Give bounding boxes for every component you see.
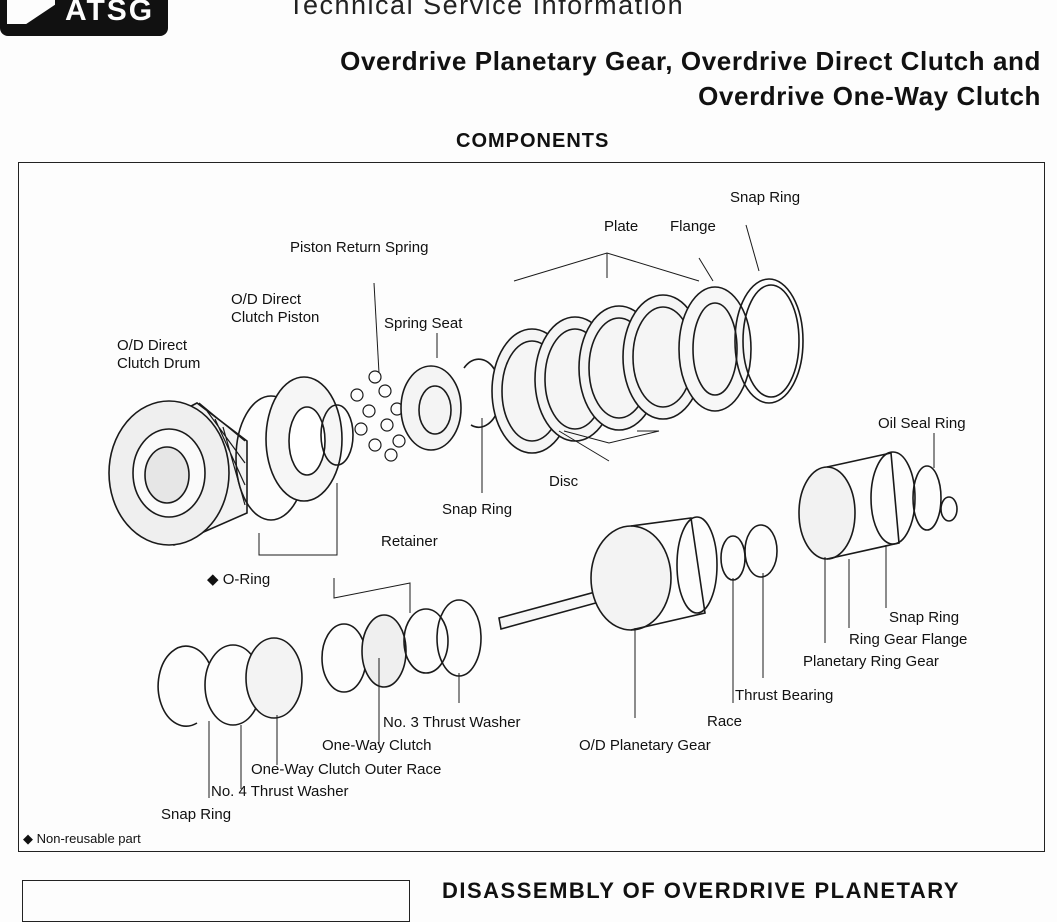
label-snap-ring-right: Snap Ring [889,609,960,626]
label-ring-gear-flange: Ring Gear Flange [849,631,968,648]
planetary-gear-illustration [498,516,718,631]
title-line-2: Overdrive One-Way Clutch [698,81,1041,111]
label-retainer: Retainer [381,533,438,550]
label-oil-seal-ring: Oil Seal Ring [878,415,966,432]
atsg-logo: ATSG [0,0,168,36]
label-spring-seat: Spring Seat [384,315,463,332]
label-no4-washer: No. 4 Thrust Washer [211,783,349,800]
clutch-drum-illustration [108,400,248,547]
label-plate: Plate [604,218,639,235]
ring-gear-illustration [798,451,958,560]
label-snap-ring-top: Snap Ring [730,189,801,206]
spring-seat-illustration [400,365,462,451]
header-title: Technical Service Information [288,0,685,20]
label-snap-ring-low: Snap Ring [161,806,232,823]
label-planetary-gear: O/D Planetary Gear [579,737,711,754]
logo-text: ATSG [65,0,155,27]
return-spring-illustration [350,370,406,462]
title-line-1: Overdrive Planetary Gear, Overdrive Dire… [340,46,1041,76]
clutch-pack-illustration [491,278,804,454]
label-race: Race [707,713,743,730]
nonreusable-diamond-icon: ◆ [207,571,219,588]
exploded-view-drawing [108,224,958,798]
label-one-way-outer-race: One-Way Clutch Outer Race [251,761,442,778]
piston-illustration [235,376,354,521]
nonreusable-footnote: ◆ Non-reusable part [23,831,141,846]
label-one-way-clutch: One-Way Clutch [322,737,432,754]
logo-mark [7,0,55,24]
label-flange: Flange [670,218,716,235]
bottom-left-box [22,880,410,922]
label-thrust-bearing: Thrust Bearing [735,687,834,704]
label-o-ring: ◆ O-Ring [207,571,271,588]
race-illustration [720,535,746,581]
label-planetary-ring-gear: Planetary Ring Gear [803,653,939,670]
one-way-clutch-set-illustration [157,599,482,727]
section-title: COMPONENTS [456,130,610,152]
disassembly-heading: DISASSEMBLY OF OVERDRIVE PLANETARY [442,878,960,903]
page-title: Overdrive Planetary Gear, Overdrive Dire… [340,44,1041,114]
label-piston-return-spring: Piston Return Spring [290,239,429,256]
leader-lines [208,224,935,798]
nonreusable-diamond-icon: ◆ [23,831,33,846]
label-disc: Disc [549,473,579,490]
label-no3-washer: No. 3 Thrust Washer [383,714,521,731]
label-snap-ring-mid: Snap Ring [442,501,513,518]
thrust-bearing-illustration [744,524,778,578]
